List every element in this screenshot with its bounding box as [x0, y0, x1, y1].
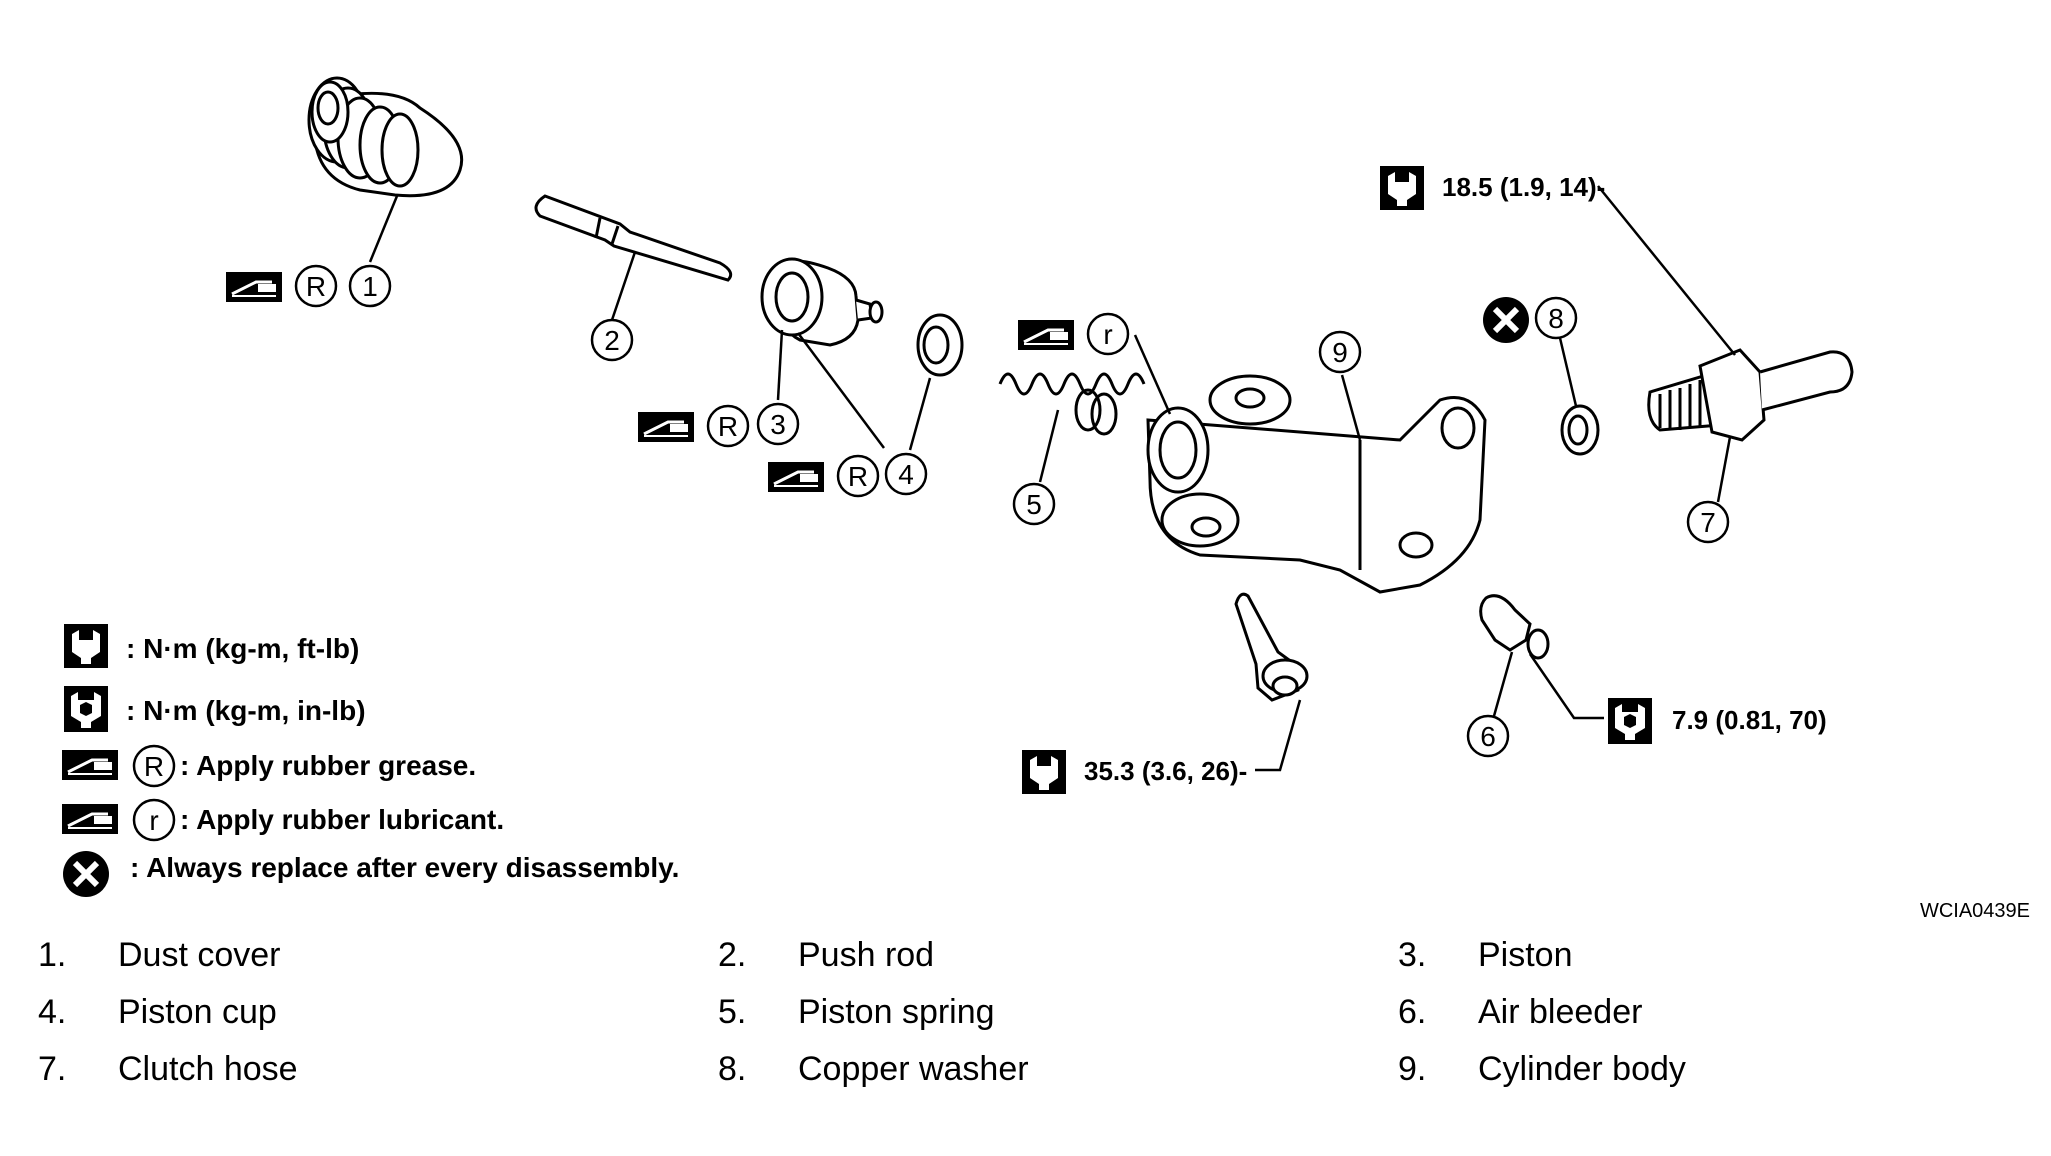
grease-gun-icon — [60, 748, 120, 782]
callout-7: 7 — [1686, 500, 1730, 544]
wrench-inlb-icon — [64, 686, 108, 732]
callout-4-label: 4 — [898, 459, 914, 490]
parts-list: 1. Dust cover 2. Push rod 3. Piston 4. P… — [0, 930, 2051, 1110]
callout-8-label: 8 — [1548, 303, 1564, 334]
callout-1: 1 — [348, 264, 392, 308]
dust-cover-drawing — [307, 76, 464, 198]
push-rod-drawing — [534, 194, 733, 282]
callout-1-label: 1 — [362, 271, 378, 302]
rubber-grease-mark-1: R — [294, 264, 338, 308]
torque-hose-bolt: 18.5 (1.9, 14)- — [1442, 172, 1605, 202]
part-name: Piston cup — [118, 993, 277, 1031]
callout-5: 5 — [1012, 482, 1056, 526]
part-name: Clutch hose — [118, 1050, 298, 1088]
part-number: 5. — [718, 993, 747, 1031]
grease-gun-icon — [636, 410, 696, 444]
air-bleeder-drawing — [1479, 594, 1550, 660]
callout-7-label: 7 — [1700, 507, 1716, 538]
rubber-lube-mark: r — [1086, 312, 1130, 356]
legend-ftlb: : N·m (kg-m, ft-lb) — [126, 633, 359, 664]
copper-washer-drawing — [1560, 404, 1600, 456]
grease-gun-icon — [60, 802, 120, 836]
part-name: Dust cover — [118, 936, 281, 974]
wrench-ftlb-icon — [1022, 750, 1066, 794]
piston-spring-drawing — [998, 372, 1146, 436]
rubber-lube-mark-label: r — [1103, 319, 1112, 350]
part-number: 9. — [1398, 1050, 1427, 1088]
callout-5-label: 5 — [1026, 489, 1042, 520]
torque-air-bleeder: 7.9 (0.81, 70) — [1672, 705, 1827, 735]
legend-inlb: : N·m (kg-m, in-lb) — [126, 695, 366, 726]
grease-gun-icon — [766, 460, 826, 494]
image-code: WCIA0439E — [1920, 900, 2030, 920]
torque-mount-bolt: 35.3 (3.6, 26)- — [1084, 756, 1247, 786]
callout-3: 3 — [756, 402, 800, 446]
part-name: Copper washer — [798, 1050, 1029, 1088]
callout-8: 8 — [1534, 296, 1578, 340]
part-number: 8. — [718, 1050, 747, 1088]
callout-2-label: 2 — [604, 325, 620, 356]
callout-6-label: 6 — [1480, 721, 1496, 752]
cylinder-body-drawing — [1146, 374, 1487, 594]
callout-6: 6 — [1466, 714, 1510, 758]
callout-9: 9 — [1318, 330, 1362, 374]
grease-gun-icon — [224, 270, 284, 304]
part-number: 7. — [38, 1050, 67, 1088]
exploded-diagram: 1 2 3 4 5 6 7 8 9 R R — [0, 76, 2030, 920]
part-name: Air bleeder — [1478, 993, 1643, 1031]
piston-drawing — [760, 257, 884, 347]
mount-bolt-drawing — [1234, 592, 1309, 702]
replace-x-icon — [1483, 297, 1529, 343]
wrench-ftlb-icon — [1380, 166, 1424, 210]
piston-cup-drawing — [916, 313, 964, 377]
callout-9-label: 9 — [1332, 337, 1348, 368]
part-name: Piston spring — [798, 993, 995, 1031]
legend-rubber-lube: : Apply rubber lubricant. — [180, 804, 504, 835]
wrench-inlb-icon — [1608, 698, 1652, 744]
part-name: Piston — [1478, 936, 1573, 974]
part-number: 1. — [38, 936, 67, 974]
callout-2: 2 — [590, 318, 634, 362]
part-number: 4. — [38, 993, 67, 1031]
rubber-grease-mark-3-label: R — [718, 411, 738, 442]
rubber-grease-mark-1-label: R — [306, 271, 326, 302]
legend-grease-symbol: R — [144, 751, 164, 782]
callout-4: 4 — [884, 452, 928, 496]
callout-3-label: 3 — [770, 409, 786, 440]
rubber-grease-mark-4: R — [836, 454, 880, 498]
clutch-hose-drawing — [1647, 348, 1854, 442]
legend: : N·m (kg-m, ft-lb) : N·m (kg-m, in-lb) … — [62, 624, 679, 897]
part-number: 6. — [1398, 993, 1427, 1031]
legend-replace: : Always replace after every disassembly… — [130, 852, 679, 883]
replace-x-icon — [63, 851, 109, 897]
part-name: Cylinder body — [1478, 1050, 1686, 1088]
legend-lube-symbol: r — [149, 805, 158, 836]
wrench-ftlb-icon — [64, 624, 108, 668]
legend-rubber-grease: : Apply rubber grease. — [180, 750, 476, 781]
part-name: Push rod — [798, 936, 935, 974]
grease-gun-icon — [1016, 318, 1076, 352]
rubber-grease-mark-4-label: R — [848, 461, 868, 492]
part-number: 2. — [718, 936, 747, 974]
part-number: 3. — [1398, 936, 1427, 974]
rubber-grease-mark-3: R — [706, 404, 750, 448]
